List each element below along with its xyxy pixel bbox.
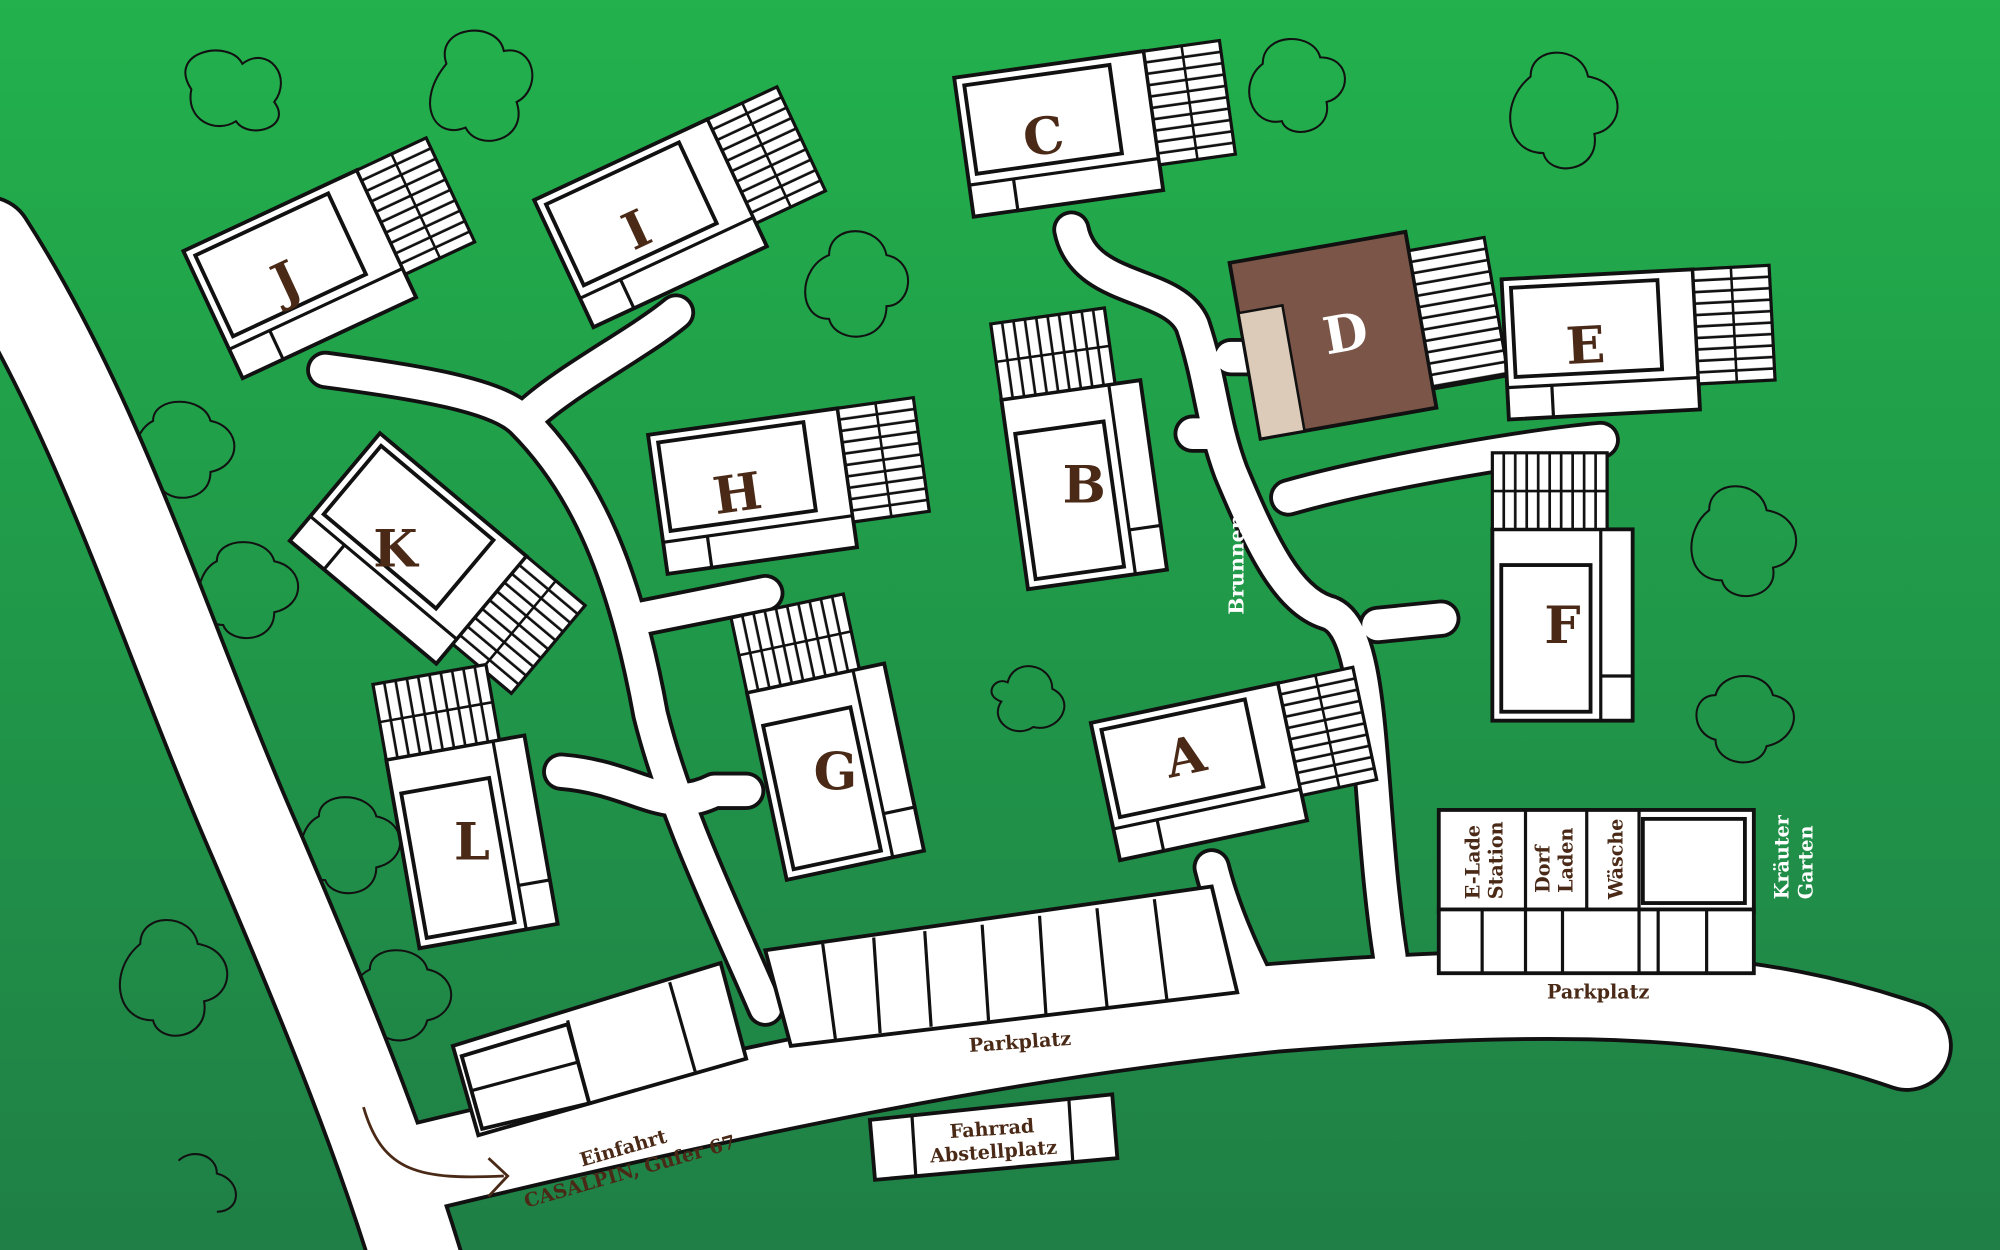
building-G[interactable]: G bbox=[729, 586, 926, 882]
building-J[interactable]: J bbox=[181, 135, 488, 381]
label-kraeuter-2: Garten bbox=[1794, 825, 1817, 899]
building-I[interactable]: I bbox=[532, 84, 839, 330]
label-e-lade-1: E-Lade bbox=[1462, 825, 1485, 899]
building-A[interactable]: A bbox=[1088, 665, 1384, 863]
building-E[interactable]: E bbox=[1499, 263, 1779, 422]
label-dorf-2: Laden bbox=[1555, 827, 1578, 892]
bike-parking bbox=[867, 1092, 1120, 1182]
svg-text:B: B bbox=[1063, 456, 1106, 516]
building-B[interactable]: B bbox=[988, 302, 1169, 592]
label-parkplatz-right: Parkplatz bbox=[1547, 981, 1649, 1004]
services-block bbox=[1436, 808, 1756, 976]
svg-text:E: E bbox=[1565, 315, 1607, 377]
label-waesche: Wäsche bbox=[1604, 819, 1627, 901]
building-H[interactable]: H bbox=[646, 395, 935, 576]
parking-spaces-left bbox=[450, 960, 749, 1138]
building-F[interactable]: F bbox=[1490, 450, 1635, 723]
svg-text:C: C bbox=[1019, 104, 1068, 169]
svg-text:F: F bbox=[1544, 596, 1580, 656]
svg-text:D: D bbox=[1319, 301, 1373, 368]
label-brunnen: Brunnen bbox=[1225, 514, 1249, 614]
parking-spaces-center bbox=[762, 884, 1240, 1049]
building-D[interactable]: D bbox=[1227, 219, 1512, 441]
svg-text:K: K bbox=[373, 519, 419, 579]
building-K[interactable]: K bbox=[287, 431, 588, 715]
building-L[interactable]: L bbox=[371, 658, 560, 951]
svg-text:L: L bbox=[454, 813, 490, 873]
entrance-arrow-icon bbox=[362, 1106, 510, 1198]
label-kraeuter-1: Kräuter bbox=[1770, 814, 1793, 899]
roads bbox=[0, 196, 1953, 1250]
label-dorf-1: Dorf bbox=[1532, 843, 1555, 892]
svg-text:G: G bbox=[814, 743, 858, 803]
label-e-lade-2: Station bbox=[1485, 821, 1508, 899]
svg-text:H: H bbox=[709, 461, 765, 527]
building-C[interactable]: C bbox=[952, 38, 1241, 219]
